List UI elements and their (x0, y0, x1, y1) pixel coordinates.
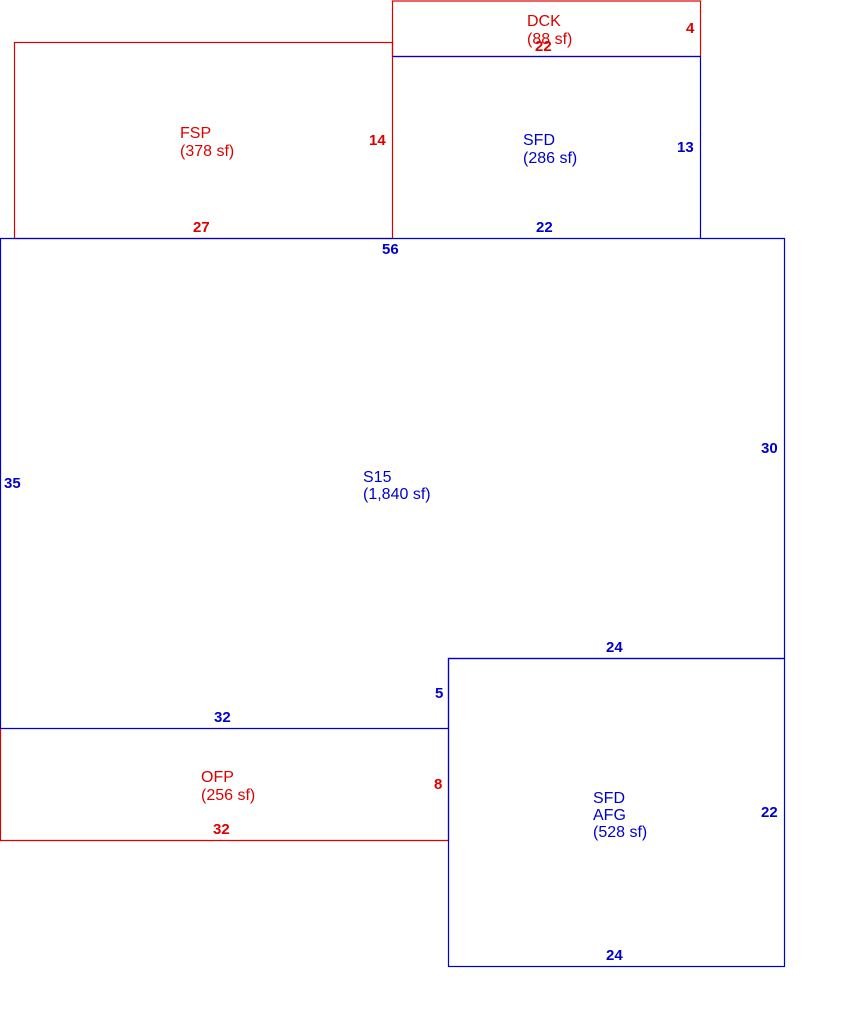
fsp-code: FSP (180, 125, 211, 142)
dck-area: (88 sf) (527, 31, 572, 48)
dim-sfd-top-right: 13 (677, 139, 694, 156)
dim-s15-left: 35 (4, 475, 21, 492)
s15-code: S15 (363, 469, 392, 486)
ofp-code: OFP (201, 769, 234, 786)
dim-s15-step-top: 24 (606, 639, 623, 656)
ofp-area: (256 sf) (201, 787, 255, 804)
sfd-top-code: SFD (523, 132, 555, 149)
sfd-afg-code: SFD (593, 790, 625, 807)
dim-s15-right: 30 (761, 440, 778, 457)
dim-s15-bottom: 32 (214, 709, 231, 726)
dim-ofp-right: 8 (434, 776, 442, 793)
dim-s15-top: 56 (382, 241, 399, 258)
sfd-afg-code2: AFG (593, 807, 626, 824)
dck-code: DCK (527, 13, 561, 30)
dck-label: DCK (88 sf) (527, 13, 572, 48)
s15-area: (1,840 sf) (363, 486, 431, 503)
sfd-afg-label: SFD AFG (528 sf) (593, 790, 647, 841)
sfd-top-outline[interactable] (392, 55, 702, 239)
dim-fsp-bottom: 27 (193, 219, 210, 236)
s15-label: S15 (1,840 sf) (363, 469, 431, 503)
dim-afg-bottom: 24 (606, 947, 623, 964)
sfd-afg-area: (528 sf) (593, 824, 647, 841)
fsp-label: FSP (378 sf) (180, 125, 234, 160)
dim-afg-right: 22 (761, 804, 778, 821)
dim-dck-bottom: 22 (535, 38, 552, 55)
ofp-label: OFP (256 sf) (201, 769, 255, 804)
sfd-top-label: SFD (286 sf) (523, 132, 577, 167)
dim-sfd-top-bottom: 22 (536, 219, 553, 236)
sfd-afg-outline[interactable] (447, 657, 786, 968)
dim-dck-right: 4 (686, 20, 695, 37)
sfd-top-area: (286 sf) (523, 150, 577, 167)
dim-ofp-bottom: 32 (213, 821, 230, 838)
fsp-area: (378 sf) (180, 143, 234, 160)
dim-fsp-right: 14 (369, 132, 386, 149)
s15-outline[interactable] (0, 237, 786, 730)
dim-s15-step-vertical: 5 (435, 685, 443, 702)
